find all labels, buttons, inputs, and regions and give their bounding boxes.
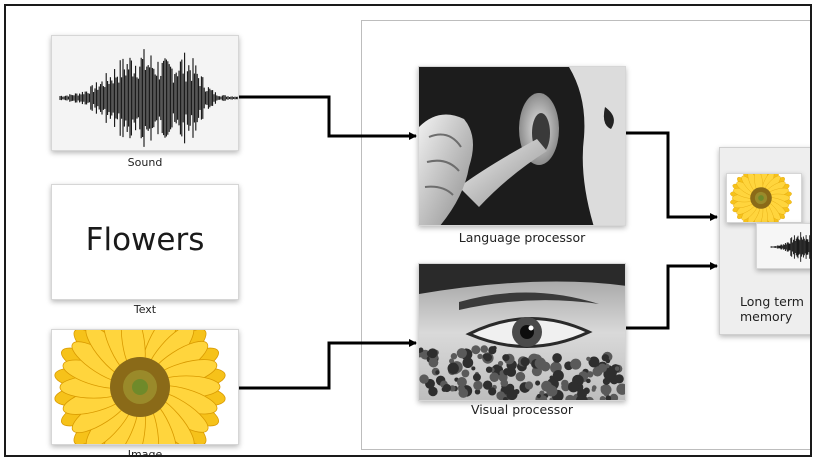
image-card (51, 329, 239, 445)
text-label: Text (133, 303, 157, 316)
arrow-sound-to-language (239, 95, 417, 140)
image-label: Image (127, 448, 163, 457)
long-term-memory-box: Long term memory (719, 147, 810, 335)
memory-sunflower-image (727, 174, 801, 222)
visual-processor-card (418, 263, 626, 401)
arrow-image-to-visual (239, 339, 417, 390)
flowers-word: Flowers (85, 222, 205, 258)
long-term-memory-label: Long term memory (740, 294, 804, 324)
text-card: Flowers (51, 184, 239, 300)
flow-arrows (239, 95, 718, 390)
eye-photo (419, 264, 625, 400)
slide-frame: Sound Flowers Text Image (4, 4, 812, 457)
sound-label: Sound (127, 156, 163, 169)
visual-processor-label: Visual processor (470, 402, 574, 417)
waveform-image (52, 36, 238, 150)
sunflower-image (52, 330, 238, 444)
memory-waveform-image (757, 224, 810, 268)
language-processor-label: Language processor (458, 230, 586, 245)
sound-card (51, 35, 239, 151)
memory-sunflower-card (726, 173, 802, 223)
memory-waveform-card (756, 223, 810, 269)
arrow-visual-to-memory (626, 262, 718, 330)
arrow-language-to-memory (626, 131, 718, 221)
ear-photo (419, 67, 625, 225)
language-processor-card (418, 66, 626, 226)
